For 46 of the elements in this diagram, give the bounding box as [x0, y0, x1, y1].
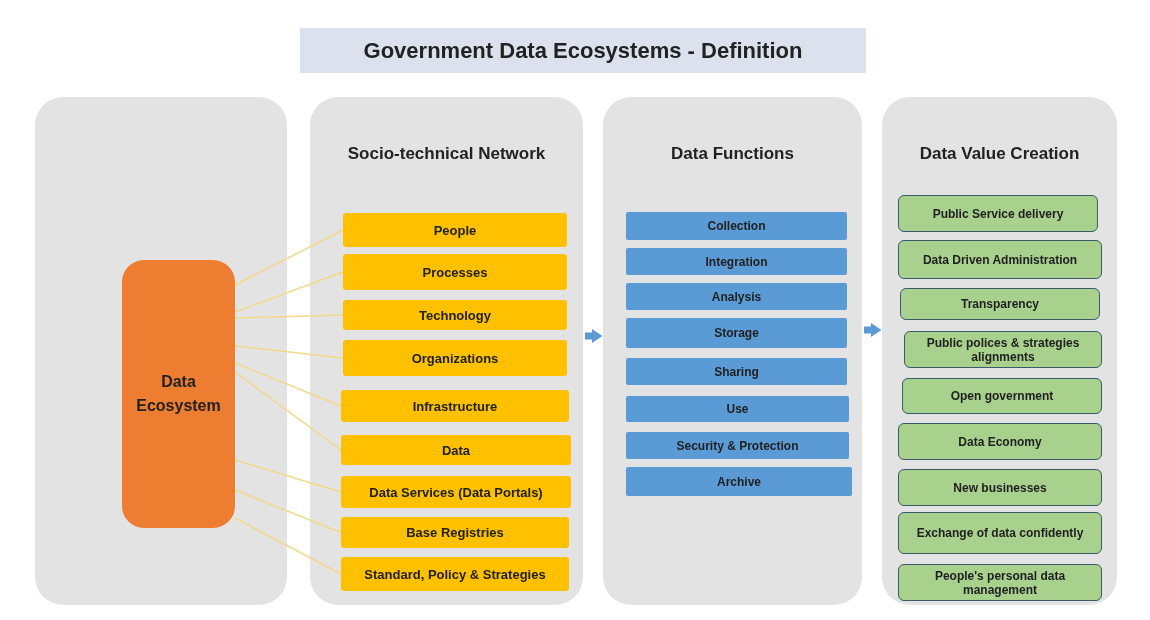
component-box: Standard, Policy & Strategies [341, 557, 569, 591]
block-arrow [864, 324, 882, 336]
connector-line [234, 362, 342, 407]
connector-line [234, 229, 344, 286]
connector-line [234, 345, 344, 359]
block-arrow [585, 330, 603, 342]
panel-heading: Data Value Creation [918, 143, 1081, 165]
connector-line [234, 459, 342, 493]
function-box: Sharing [626, 358, 847, 385]
panel-heading: Data Functions [670, 143, 795, 165]
value-box: Transparency [900, 288, 1100, 320]
connector-line [234, 517, 342, 575]
value-box: Open government [902, 378, 1102, 414]
value-box: Public polices & strategies alignments [904, 331, 1102, 368]
title-banner: Government Data Ecosystems - Definition [300, 28, 866, 73]
value-box: Data Driven Administration [898, 240, 1102, 279]
component-box: Infrastructure [341, 390, 569, 422]
function-box: Security & Protection [626, 432, 849, 459]
value-box: Exchange of data confidently [898, 512, 1102, 554]
panel [603, 97, 862, 605]
component-box: Data Services (Data Portals) [341, 476, 571, 508]
function-box: Archive [626, 467, 852, 496]
value-box: Data Economy [898, 423, 1102, 460]
component-box: Organizations [343, 340, 567, 376]
component-box: Base Registries [341, 517, 569, 548]
panel [310, 97, 583, 605]
panel [882, 97, 1117, 605]
function-box: Collection [626, 212, 847, 240]
connector-line [234, 489, 342, 534]
component-box: Data [341, 435, 571, 465]
core-box: Data Ecosystem [122, 260, 235, 528]
component-box: Processes [343, 254, 567, 290]
connector-line [234, 271, 344, 313]
value-box: New businesses [898, 469, 1102, 506]
component-box: Technology [343, 300, 567, 330]
connector-line [234, 371, 342, 451]
panel-heading: Socio-technical Network [346, 143, 547, 165]
function-box: Analysis [626, 283, 847, 310]
panel [35, 97, 287, 605]
function-box: Integration [626, 248, 847, 275]
function-box: Storage [626, 318, 847, 348]
component-box: People [343, 213, 567, 247]
value-box: Public Service delivery [898, 195, 1098, 232]
function-box: Use [626, 396, 849, 422]
value-box: People's personal data management [898, 564, 1102, 601]
connector-line [234, 314, 344, 319]
